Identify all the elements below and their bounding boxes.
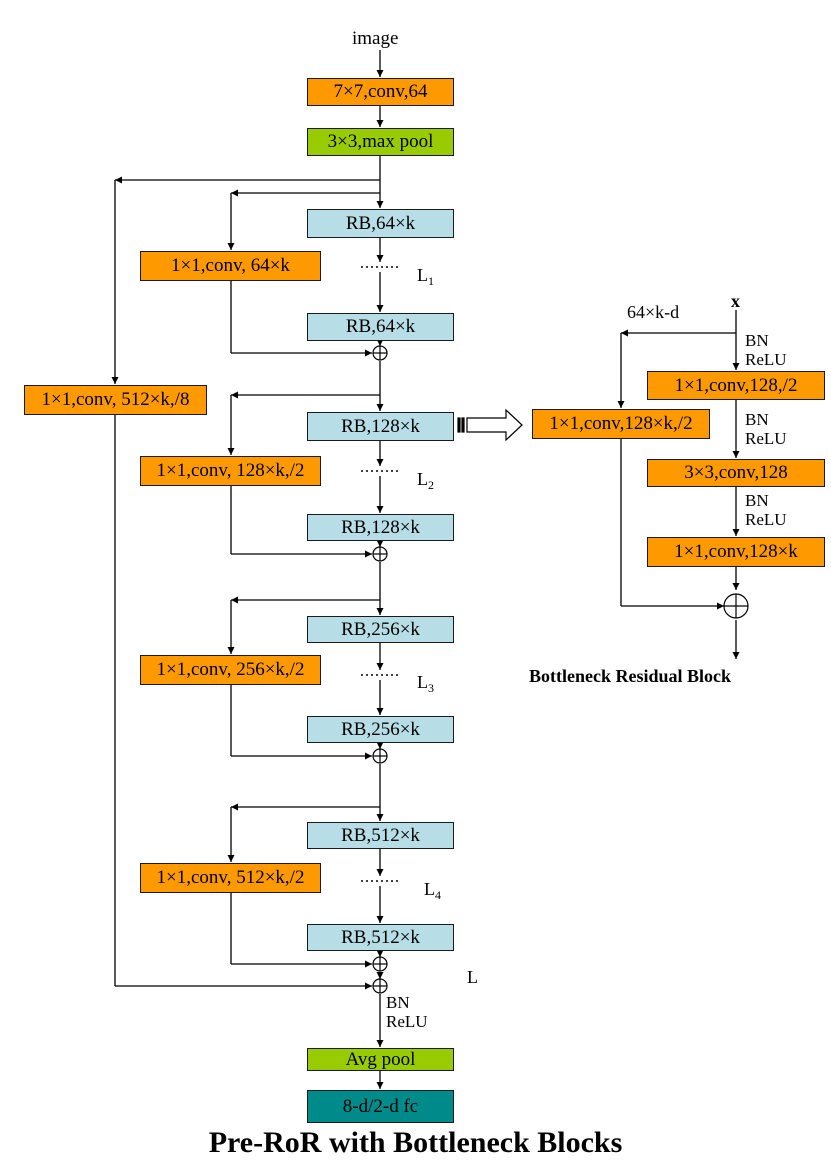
stage1-rb-bottom: RB,64×k bbox=[307, 313, 454, 341]
fc-block: 8-d/2-d fc bbox=[307, 1090, 454, 1123]
circle-plus-icon bbox=[723, 593, 749, 619]
stage2-rb-bottom: RB,128×k bbox=[307, 514, 454, 541]
stage2-shortcut-conv: 1×1,conv, 128×k,/2 bbox=[140, 456, 321, 486]
bn-label: BN bbox=[745, 331, 769, 350]
hollow-arrow-right-icon bbox=[457, 408, 523, 442]
conv7-block: 7×7,conv,64 bbox=[307, 78, 454, 106]
circle-plus-icon bbox=[372, 978, 388, 994]
block-conv2: 3×3,conv,128 bbox=[647, 459, 825, 487]
final-relu-label: ReLU bbox=[386, 1012, 428, 1031]
circle-plus-icon bbox=[372, 748, 388, 764]
circle-plus-icon bbox=[372, 546, 388, 562]
block-width-label: 64×k-d bbox=[627, 302, 680, 322]
total-layer-count: L bbox=[467, 967, 478, 987]
relu-label: ReLU bbox=[745, 429, 787, 448]
stage2-layer-count: L2 bbox=[417, 469, 434, 492]
stage1-shortcut-conv: 1×1,conv, 64×k bbox=[140, 251, 321, 281]
stage4-rb-bottom: RB,512×k bbox=[307, 924, 454, 951]
stage4-shortcut-conv: 1×1,conv, 512×k,/2 bbox=[140, 863, 321, 893]
stage4-rb-top: RB,512×k bbox=[307, 822, 454, 849]
block-input-label: x bbox=[731, 291, 740, 311]
circle-plus-icon bbox=[372, 956, 388, 972]
maxpool-block: 3×3,max pool bbox=[307, 128, 454, 156]
block-shortcut-conv: 1×1,conv,128×k,/2 bbox=[532, 409, 710, 439]
block-title: Bottleneck Residual Block bbox=[528, 666, 731, 686]
block-bn-relu-1: BN ReLU bbox=[745, 331, 787, 369]
input-label: image bbox=[352, 28, 399, 49]
bn-label: BN bbox=[745, 410, 769, 429]
avgpool-block: Avg pool bbox=[307, 1048, 454, 1071]
stage4-layer-count: L4 bbox=[424, 879, 441, 902]
stage2-rb-top: RB,128×k bbox=[307, 412, 454, 441]
stage3-shortcut-conv: 1×1,conv, 256×k,/2 bbox=[140, 655, 321, 685]
stage1-rb-top: RB,64×k bbox=[307, 209, 454, 238]
bn-label: BN bbox=[745, 491, 769, 510]
final-bn-label: BN bbox=[386, 993, 410, 1012]
stage3-rb-bottom: RB,256×k bbox=[307, 716, 454, 743]
final-bn-relu: BN ReLU bbox=[386, 993, 428, 1031]
root-shortcut-conv: 1×1,conv, 512×k,/8 bbox=[24, 385, 207, 415]
circle-plus-icon bbox=[372, 345, 388, 361]
main-title: Pre-RoR with Bottleneck Blocks bbox=[208, 1126, 623, 1159]
relu-label: ReLU bbox=[745, 350, 787, 369]
block-bn-relu-2: BN ReLU bbox=[745, 410, 787, 448]
stage1-layer-count: L1 bbox=[417, 265, 434, 288]
block-conv1: 1×1,conv,128,/2 bbox=[647, 371, 825, 400]
block-bn-relu-3: BN ReLU bbox=[745, 491, 787, 529]
stage3-rb-top: RB,256×k bbox=[307, 616, 454, 643]
block-conv3: 1×1,conv,128×k bbox=[647, 537, 825, 567]
relu-label: ReLU bbox=[745, 510, 787, 529]
stage3-layer-count: L3 bbox=[417, 672, 434, 695]
